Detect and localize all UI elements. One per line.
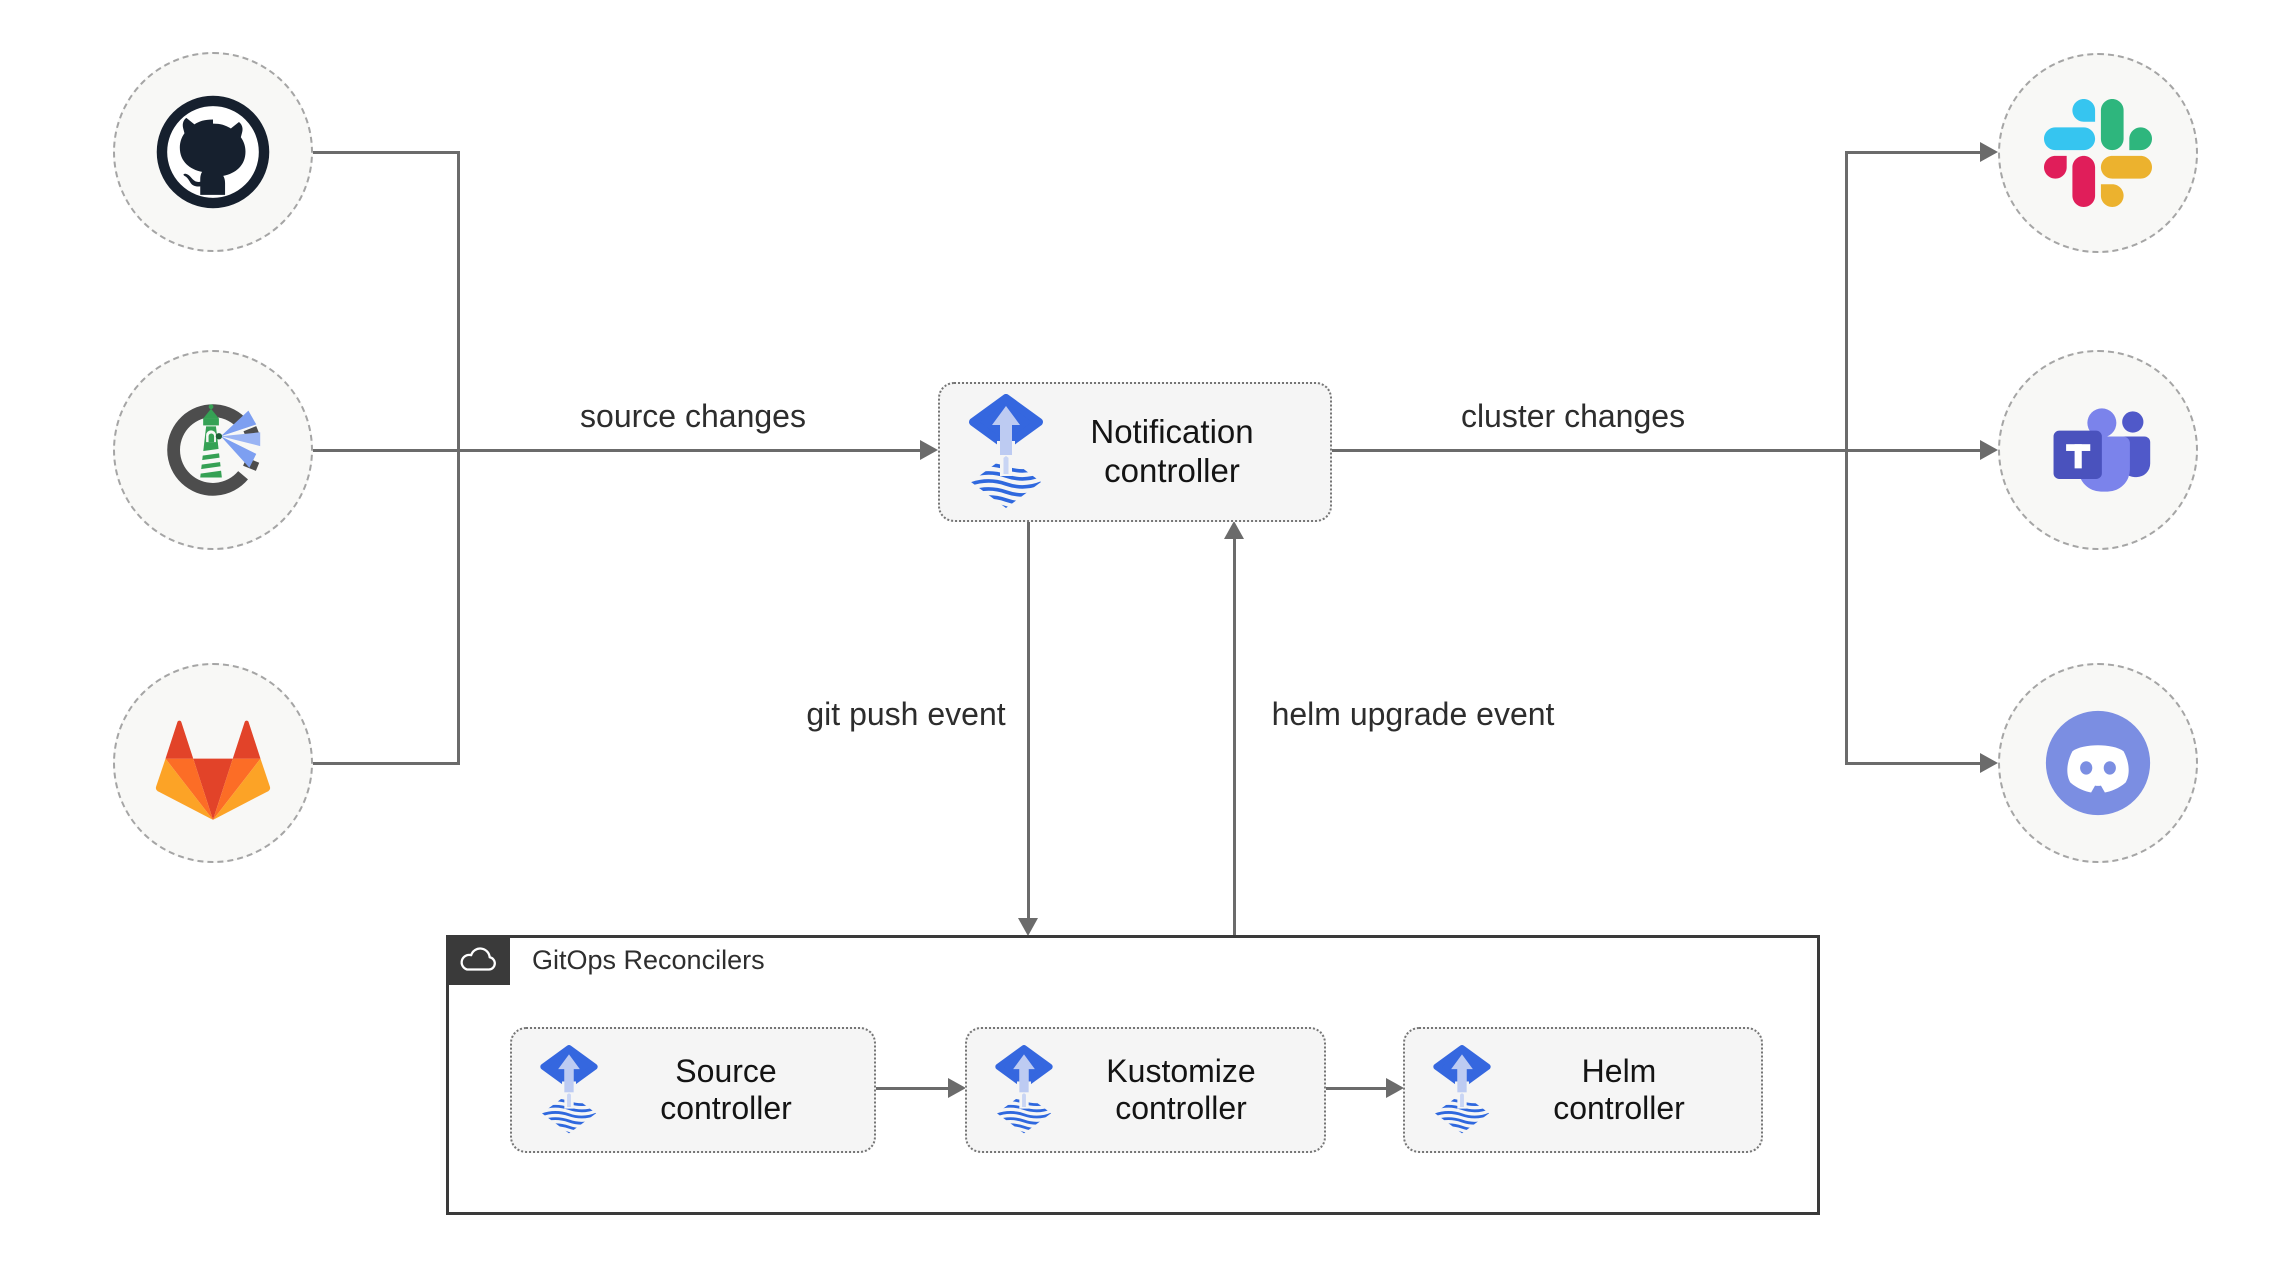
kustomize-controller-label: Kustomize controller xyxy=(1106,1052,1256,1126)
edge-helm-upgrade-line xyxy=(1233,538,1236,937)
microsoft-teams-icon xyxy=(2053,408,2151,492)
edge-source-changes-arrowhead xyxy=(920,440,938,460)
source-controller-box: Source controller xyxy=(510,1027,876,1153)
edge-source-changes-line xyxy=(311,449,921,452)
edge-label-git-push-event: git push event xyxy=(806,696,1006,732)
node-gitlab xyxy=(113,663,313,863)
edge-left-bus xyxy=(457,151,460,765)
node-slack xyxy=(1998,53,2198,253)
flux-icon xyxy=(993,1045,1055,1135)
edge-kustomize-to-helm-line xyxy=(1326,1087,1388,1090)
edge-label-helm-upgrade-event: helm upgrade event xyxy=(1271,696,1555,732)
discord-icon xyxy=(2045,710,2151,816)
gitlab-icon xyxy=(155,720,271,820)
edge-label-source-changes: source changes xyxy=(580,398,806,434)
edge-slack-stub xyxy=(1845,151,1981,154)
node-github xyxy=(113,52,313,252)
node-teams xyxy=(1998,350,2198,550)
edge-git-push-line xyxy=(1027,522,1030,920)
edge-helm-upgrade-arrowhead xyxy=(1224,521,1244,539)
edge-source-to-kustomize-arrowhead xyxy=(948,1078,966,1098)
edge-right-bus xyxy=(1845,152,1848,764)
edge-kustomize-to-helm-arrowhead xyxy=(1386,1078,1404,1098)
flux-icon xyxy=(538,1045,600,1135)
notification-controller-label: Notification controller xyxy=(1090,413,1254,489)
helm-controller-box: Helm controller xyxy=(1403,1027,1763,1153)
edge-gitlab-stub xyxy=(311,762,460,765)
edge-cluster-changes-line xyxy=(1332,449,1981,452)
source-controller-label: Source controller xyxy=(660,1052,792,1126)
edge-github-stub xyxy=(311,151,460,154)
node-harbor xyxy=(113,350,313,550)
flux-icon xyxy=(1431,1045,1493,1135)
edge-teams-arrowhead xyxy=(1980,440,1998,460)
cloud-icon xyxy=(460,946,496,971)
kustomize-controller-box: Kustomize controller xyxy=(965,1027,1326,1153)
edge-git-push-arrowhead xyxy=(1018,918,1038,936)
node-discord xyxy=(1998,663,2198,863)
flux-icon xyxy=(966,394,1046,510)
edge-source-to-kustomize-line xyxy=(876,1087,950,1090)
edge-discord-stub xyxy=(1845,762,1981,765)
harbor-icon xyxy=(167,404,261,496)
edge-discord-arrowhead xyxy=(1980,753,1998,773)
edge-label-cluster-changes: cluster changes xyxy=(1460,398,1686,434)
gitops-group-title: GitOps Reconcilers xyxy=(532,944,765,975)
slack-icon xyxy=(2044,99,2152,207)
gitops-group-tab xyxy=(446,935,510,985)
edge-slack-arrowhead xyxy=(1980,142,1998,162)
github-icon xyxy=(156,95,270,209)
notification-controller-box: Notification controller xyxy=(938,382,1332,522)
helm-controller-label: Helm controller xyxy=(1553,1052,1685,1126)
